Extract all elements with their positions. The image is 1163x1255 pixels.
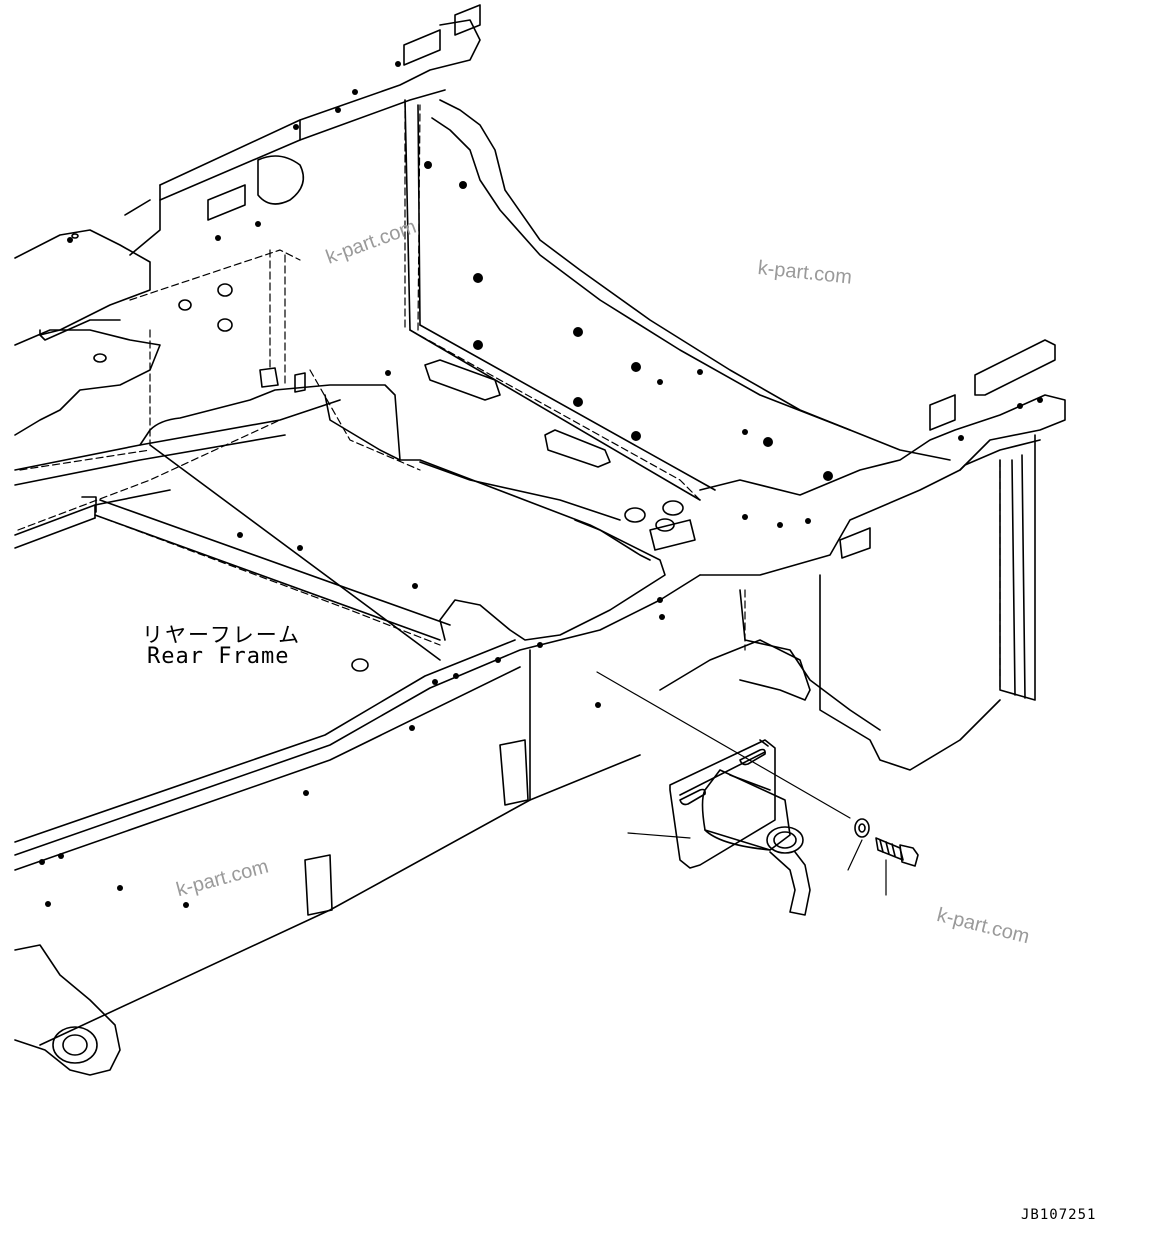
- washer: [854, 818, 870, 838]
- side-rail-top-edge-inner: [14, 639, 516, 843]
- leader-bracket: [627, 832, 691, 839]
- side-rail-bottom-edge: [39, 754, 641, 1046]
- plate-slot-upper: [739, 748, 766, 766]
- leader-lines: [596, 671, 887, 896]
- rear-lug: [14, 944, 121, 1076]
- rear-frame-label-jp: リヤーフレーム: [142, 623, 302, 647]
- tube-end: [766, 826, 804, 854]
- hook-arm: [769, 851, 811, 916]
- leader-washer: [847, 839, 863, 871]
- rear-frame: [14, 4, 1066, 1076]
- hidden-lines: [17, 99, 1001, 691]
- rear-frame-label-en: Rear Frame: [147, 644, 290, 669]
- mounting-plate: [669, 739, 776, 869]
- plate-slot-lower: [679, 788, 706, 806]
- center-deck: [139, 384, 666, 641]
- drawing-code: JB107251: [1021, 1207, 1097, 1223]
- bolt: [875, 837, 919, 867]
- upper-rail: [159, 19, 481, 186]
- tube-body: [701, 769, 791, 851]
- right-wall: [999, 434, 1036, 701]
- install-centerline: [596, 671, 851, 819]
- mounting-holes: [39, 61, 1043, 908]
- bracket-assembly: [669, 739, 811, 916]
